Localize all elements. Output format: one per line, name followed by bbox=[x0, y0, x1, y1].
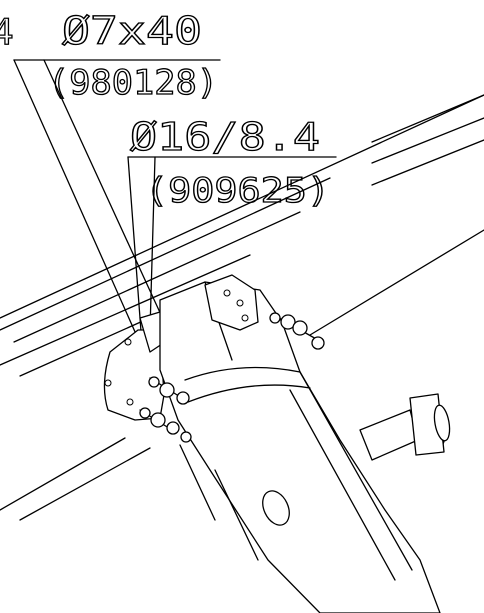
rail-lines bbox=[0, 94, 484, 521]
bolts-top bbox=[269, 312, 325, 350]
callout-2-part: (909625) bbox=[145, 171, 330, 211]
left-mounting-plate bbox=[103, 311, 169, 421]
callout-1-part: (980128) bbox=[48, 63, 218, 103]
axle-hub bbox=[359, 393, 451, 461]
top-mounting-plate bbox=[204, 274, 259, 331]
bolts-left bbox=[139, 376, 192, 443]
edge-mark: 4 bbox=[0, 12, 14, 53]
callout-leaders bbox=[13, 59, 337, 371]
callout-2-spec: Ø16/8.4 bbox=[130, 115, 320, 159]
callout-1-spec: Ø7x40 bbox=[62, 9, 202, 53]
